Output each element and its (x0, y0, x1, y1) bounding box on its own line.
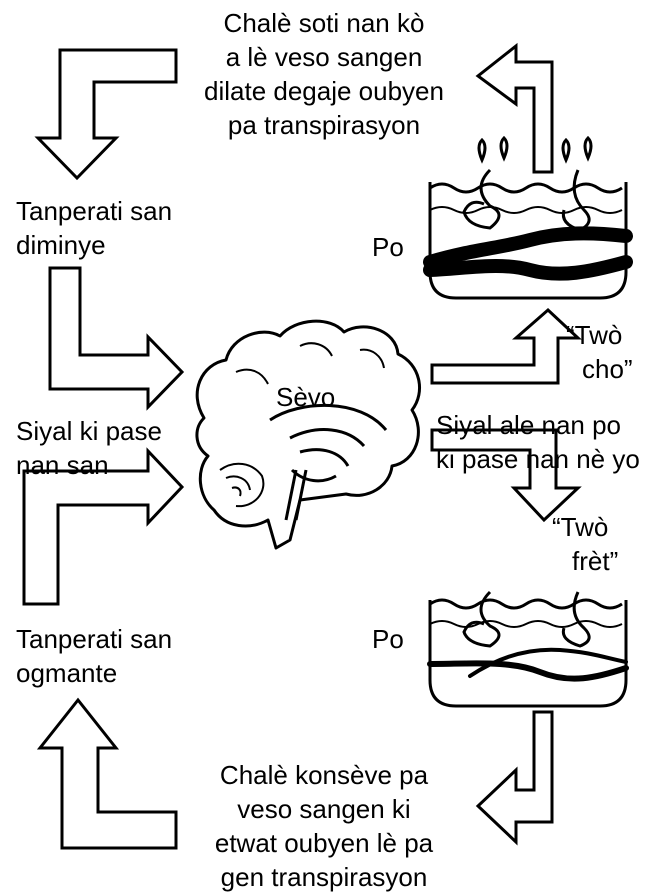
too-cold-line-1: “Twò (552, 510, 618, 544)
temperature-decrease-line-1: Tanperati san (16, 194, 172, 228)
blood-signal-label: Siyal ki pase nan san (16, 414, 162, 482)
arrow-skin-to-heat-conserve (478, 712, 552, 842)
heat-loss-caption-line-4: pa transpirasyon (186, 108, 462, 142)
temperature-decrease-line-2: diminye (16, 228, 172, 262)
too-hot-line-2: cho” (566, 352, 633, 386)
temperature-increase-line-1: Tanperati san (16, 622, 172, 656)
heat-conserve-caption-line-1: Chalè konsève pa (186, 758, 462, 792)
temperature-increase-line-2: ogmante (16, 656, 172, 690)
heat-conserve-caption-line-4: gen transpirasyon (186, 860, 462, 894)
brain-diagram (197, 321, 420, 548)
heat-conserve-caption-line-3: etwat oubyen lè pa (186, 826, 462, 860)
skin-label-top: Po (372, 230, 404, 264)
temperature-decrease-label: Tanperati san diminye (16, 194, 172, 262)
arrow-skin-to-heat-loss (478, 46, 552, 172)
arrow-temp-down-to-brain (50, 268, 182, 407)
skin-label-bottom: Po (372, 622, 404, 656)
blood-signal-line-2: nan san (16, 448, 162, 482)
heat-loss-caption-line-2: a lè veso sangen (186, 40, 462, 74)
heat-conserve-caption-line-2: veso sangen ki (186, 792, 462, 826)
heat-loss-caption-line-1: Chalè soti nan kò (186, 6, 462, 40)
heat-loss-caption-line-3: dilate degaje oubyen (186, 74, 462, 108)
too-cold-line-2: frèt” (552, 544, 618, 578)
arrow-hot-to-skin (432, 310, 578, 383)
temperature-increase-label: Tanperati san ogmante (16, 622, 172, 690)
blood-signal-line-1: Siyal ki pase (16, 414, 162, 448)
too-hot-label: “Twò cho” (566, 318, 633, 386)
too-hot-line-1: “Twò (566, 318, 633, 352)
nerve-signal-line-2: ki pase nan nè yo (436, 442, 640, 476)
arrow-heat-loss-to-temp-down (38, 50, 176, 178)
nerve-signal-label: Siyal ale nan po ki pase nan nè yo (436, 408, 640, 476)
arrow-heat-conserve-to-temp-up (40, 700, 176, 848)
brain-label: Sèvo (276, 380, 335, 414)
skin-diagram-top (430, 138, 626, 298)
heat-conserve-caption: Chalè konsève pa veso sangen ki etwat ou… (186, 758, 462, 894)
skin-diagram-bottom (430, 592, 626, 706)
too-cold-label: “Twò frèt” (552, 510, 618, 578)
heat-loss-caption: Chalè soti nan kò a lè veso sangen dilat… (186, 6, 462, 142)
nerve-signal-line-1: Siyal ale nan po (436, 408, 640, 442)
